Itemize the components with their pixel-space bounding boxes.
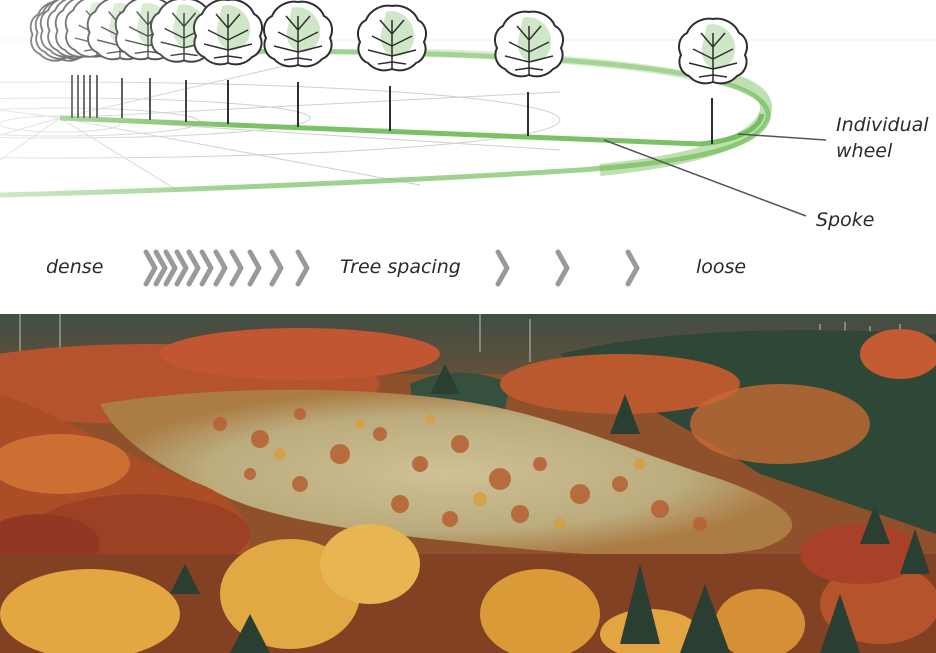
chevron-right-icon <box>189 252 198 284</box>
chevron-right-icon <box>272 252 281 284</box>
chevron-right-icon <box>232 252 241 284</box>
clearing-shrubs <box>213 408 707 531</box>
loose-label: loose <box>696 256 747 278</box>
conifer-group <box>170 364 930 653</box>
chevron-right-icon <box>498 252 507 284</box>
wheel-diagram-svg <box>0 0 936 312</box>
spoke-label: Spoke <box>816 209 875 231</box>
larch-foreground <box>0 569 180 653</box>
forest-photo-svg <box>0 314 936 653</box>
chevron-right-icon <box>146 252 155 284</box>
clearing <box>100 389 793 557</box>
chevron-right-icon <box>558 252 567 284</box>
chevron-right-icon <box>628 252 637 284</box>
individual-wheel-label: Individual wheel <box>836 114 929 162</box>
chevron-right-icon <box>202 252 211 284</box>
chevron-right-icon <box>177 252 186 284</box>
tree-spacing-diagram: Individual wheel Spoke dense Tree spacin… <box>0 0 936 312</box>
callout-lines <box>603 133 827 217</box>
forest-photo <box>0 314 936 653</box>
tree-spacing-label: Tree spacing <box>340 256 461 278</box>
chevron-right-icon <box>298 252 307 284</box>
chevron-right-icon <box>250 252 259 284</box>
dense-label: dense <box>46 256 104 278</box>
chevron-right-icon <box>216 252 225 284</box>
